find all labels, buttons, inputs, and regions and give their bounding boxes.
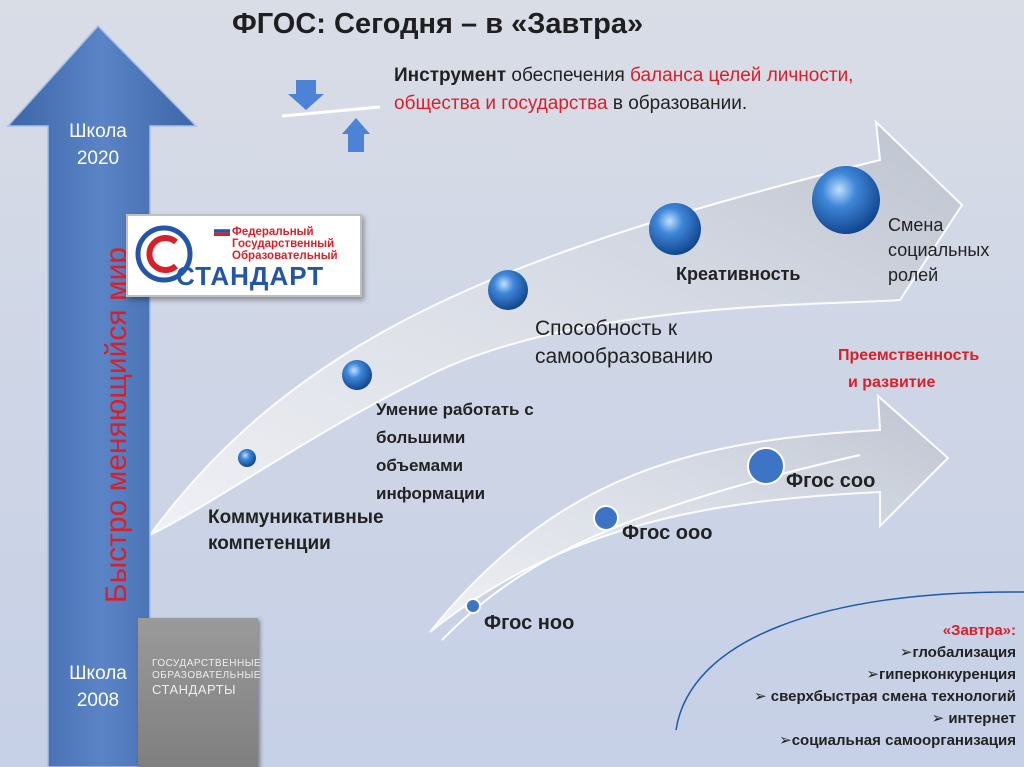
roles-line1: Смена: [888, 215, 944, 235]
tomorrow-item: ➢глобализация: [899, 644, 1016, 661]
self-edu-line1: Способность к: [535, 317, 678, 340]
tomorrow-list: «Завтра»: ➢глобализация ➢гиперконкуренци…: [706, 620, 1016, 752]
logo-line2: Государственный: [232, 238, 335, 250]
tomorrow-header: «Завтра»:: [942, 622, 1016, 639]
fgos-logo: Федеральный Государственный Образователь…: [126, 214, 362, 297]
info-line1: Умение работать с: [376, 400, 534, 419]
tomorrow-item: ➢ сверхбыстрая смена технологий: [754, 688, 1016, 705]
info-line3: объемами: [376, 456, 464, 475]
school-2008-line2: 2008: [76, 690, 120, 711]
book-line2: ОБРАЗОВАТЕЛЬНЫЕ: [152, 670, 261, 681]
tomorrow-item-text: социальная самоорганизация: [791, 732, 1016, 749]
school-2020-label: Школа 2020: [38, 118, 158, 172]
label-info: Умение работать с большими объемами инфо…: [376, 396, 534, 508]
continuity-line2: и развитие: [848, 374, 936, 391]
intro-text: Инструмент обеспечения баланса целей лич…: [394, 62, 864, 118]
info-line2: большими: [376, 428, 466, 447]
label-communicative: Коммуникативные компетенции: [208, 505, 384, 557]
school-2008-line1: Школа: [69, 663, 127, 684]
tomorrow-item: ➢гиперконкуренция: [866, 666, 1016, 683]
intro-part-4: в образовании.: [607, 93, 748, 114]
self-edu-line2: самообразованию: [535, 345, 713, 368]
logo-text: Федеральный Государственный Образователь…: [232, 226, 338, 262]
info-line4: информации: [376, 484, 486, 503]
roles-line3: ролей: [888, 265, 939, 285]
school-2008-label: Школа 2008: [38, 660, 158, 714]
tomorrow-item: ➢ интернет: [931, 710, 1016, 727]
lower-continuity-arrow: [429, 393, 950, 633]
book-title: ГОСУДАРСТВЕННЫЕ ОБРАЗОВАТЕЛЬНЫЕ СТАНДАРТ…: [152, 658, 261, 697]
logo-emblem-icon: [135, 225, 193, 283]
school-2020-line1: Школа: [69, 121, 127, 142]
label-fgos-noo: Фгос ноо: [484, 612, 575, 634]
intro-part-1: Инструмент: [394, 65, 507, 86]
communicative-line1: Коммуникативные: [208, 507, 384, 528]
tomorrow-item: ➢социальная самоорганизация: [779, 732, 1016, 749]
continuity-line1: Преемственность: [838, 347, 980, 364]
label-roles: Смена социальных ролей: [888, 213, 989, 288]
logo-line1: Федеральный: [232, 226, 314, 238]
school-2020-line2: 2020: [76, 148, 120, 169]
vertical-label-text: Быстро меняющийся мир: [100, 246, 133, 604]
tomorrow-item-text: сверхбыстрая смена технологий: [770, 688, 1016, 705]
communicative-line2: компетенции: [208, 533, 331, 554]
intro-part-3: баланса целей личности, общества и госуд…: [394, 65, 854, 114]
label-fgos-soo: Фгос соо: [786, 470, 876, 492]
book-line1: ГОСУДАРСТВЕННЫЕ: [152, 658, 262, 669]
flag-icon: [214, 226, 230, 236]
roles-line2: социальных: [888, 240, 990, 260]
label-fgos-ooo: Фгос ооо: [622, 522, 713, 544]
label-self-education: Способность к самообразованию: [535, 315, 713, 371]
page-title: ФГОС: Сегодня – в «Завтра»: [232, 8, 644, 40]
logo-standard-word: СТАНДАРТ: [176, 261, 325, 291]
label-continuity: Преемственность и развитие: [838, 342, 979, 396]
upper-growth-arrow: [149, 119, 964, 536]
logo-line3: Образовательный: [232, 250, 338, 262]
tomorrow-item-text: интернет: [948, 710, 1016, 727]
book-line3: СТАНДАРТЫ: [152, 682, 237, 697]
intro-part-2: обеспечения: [506, 65, 631, 86]
standards-book-image: ГОСУДАРСТВЕННЫЕ ОБРАЗОВАТЕЛЬНЫЕ СТАНДАРТ…: [138, 618, 261, 767]
tomorrow-item-text: глобализация: [912, 644, 1016, 661]
label-creativity: Креативность: [676, 264, 801, 284]
tomorrow-item-text: гиперконкуренция: [879, 666, 1016, 683]
